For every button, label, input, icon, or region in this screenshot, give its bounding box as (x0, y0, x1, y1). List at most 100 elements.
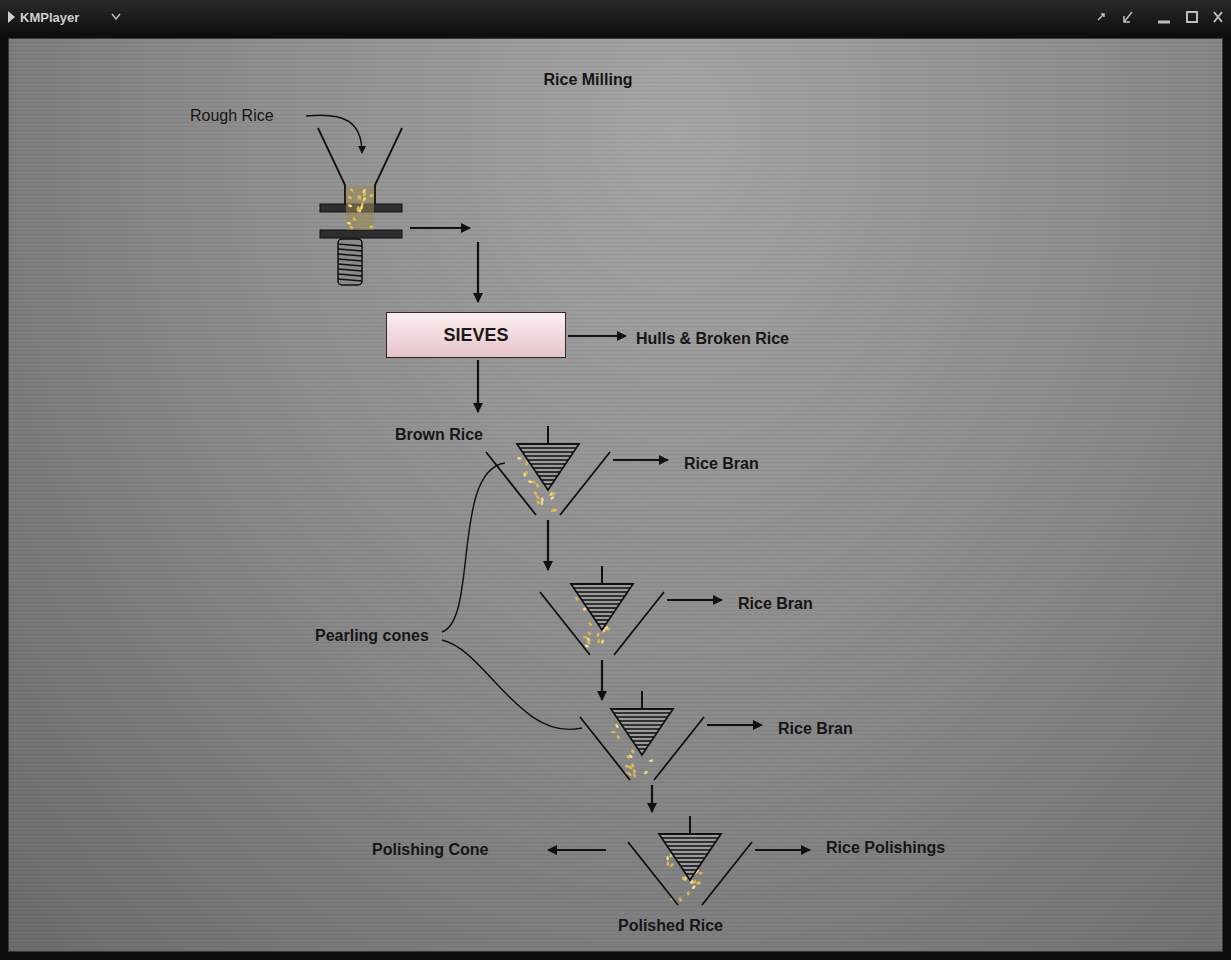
stream-label: Brown Rice (395, 426, 483, 444)
output-label: Rice Bran (738, 595, 813, 613)
diagram-title: Rice Milling (544, 71, 633, 89)
rice-grain (535, 483, 540, 488)
cone-shaft (601, 566, 603, 584)
rice-grain (616, 734, 620, 739)
input-label: Rough Rice (190, 107, 274, 125)
rice-grain (362, 192, 366, 197)
cone-rib (683, 869, 696, 871)
screw-thread (338, 264, 362, 266)
rice-grain (347, 221, 352, 225)
part-label: Polishing Cone (372, 841, 488, 859)
cone-rib (576, 591, 627, 593)
rice-grain (633, 773, 637, 778)
cone-shaft (689, 816, 691, 834)
rice-grain (697, 882, 702, 885)
pearling-cones-drawing (486, 426, 752, 905)
rice-grain (550, 496, 555, 501)
rice-grain (687, 891, 691, 896)
rice-grain (588, 622, 593, 627)
grain-fill (346, 186, 374, 230)
cone-rib (667, 845, 713, 847)
screw-thread (338, 259, 362, 261)
rice-grain (611, 731, 616, 734)
rice-grain (669, 863, 674, 868)
rice-grain (696, 881, 701, 885)
bracket-leader (442, 463, 582, 729)
rice-grain (360, 205, 363, 210)
cone-rib (533, 467, 563, 469)
rice-grain (536, 500, 541, 505)
rice-grain (632, 768, 636, 773)
cone-rib (531, 463, 566, 465)
rice-grain (517, 457, 522, 460)
rice-grain (349, 188, 354, 193)
rice-grain (533, 491, 538, 496)
rice-grain (349, 225, 354, 229)
cone-rib (630, 736, 654, 738)
cone-rib (520, 447, 577, 449)
rice-grain (606, 627, 611, 631)
app-name: KMPlayer (20, 10, 79, 25)
cone-unit (540, 566, 664, 655)
rice-grain (631, 763, 635, 768)
cone-shaft (547, 426, 549, 444)
screw-thread (338, 279, 362, 281)
rice-grain (356, 208, 360, 213)
rice-grain (357, 195, 360, 200)
rice-grain (624, 764, 629, 768)
cone-rib (579, 595, 625, 597)
cone-rib (587, 607, 617, 609)
cone-rib (622, 724, 662, 726)
cone-rib (635, 744, 648, 746)
feed-arrow (306, 115, 362, 153)
screw-thread (338, 274, 362, 276)
cone-unit (628, 816, 752, 905)
rice-grain (528, 480, 533, 483)
rice-grain (348, 204, 353, 208)
cone-rib (633, 740, 652, 742)
cone-rib (528, 459, 568, 461)
cone-rib (675, 857, 705, 859)
rice-grain (600, 639, 604, 644)
rice-grain (615, 724, 620, 729)
rice-grain (369, 225, 374, 228)
rice-grain (597, 632, 600, 636)
rice-grain (574, 596, 579, 601)
rice-grain (550, 508, 555, 513)
rice-grain (347, 196, 352, 200)
rice-grain (698, 872, 702, 875)
cone-rib (681, 865, 700, 867)
rice-grain (682, 876, 686, 881)
cone-shaft (641, 691, 643, 709)
rice-grain (586, 640, 591, 645)
cone-body (659, 834, 721, 880)
rice-grain (525, 471, 528, 476)
rice-grain (643, 770, 648, 775)
cone-body (517, 444, 579, 490)
cone-rib (582, 599, 622, 601)
cone-rib (619, 720, 665, 722)
cone-rib (595, 619, 608, 621)
rice-grain (583, 635, 588, 639)
rice-grain (627, 772, 632, 777)
cone-rib (539, 475, 558, 477)
cone-rib (625, 728, 660, 730)
rice-grain (597, 639, 600, 644)
screw-thread (338, 244, 362, 246)
diagram-ground (8, 38, 1223, 952)
rice-grain (631, 749, 635, 754)
rice-grain (540, 500, 544, 505)
screw-thread (338, 269, 362, 271)
rice-grain (666, 856, 669, 861)
rice-grain (551, 492, 556, 497)
cone-rib (541, 479, 554, 481)
cone-rib (673, 853, 708, 855)
part-label: Pearling cones (315, 627, 429, 645)
cone-unit (486, 426, 610, 515)
rice-grain (352, 217, 357, 222)
cone-rib (678, 861, 702, 863)
cone-rib (616, 716, 667, 718)
rice-grain (525, 461, 528, 466)
screw-thread (338, 254, 362, 256)
